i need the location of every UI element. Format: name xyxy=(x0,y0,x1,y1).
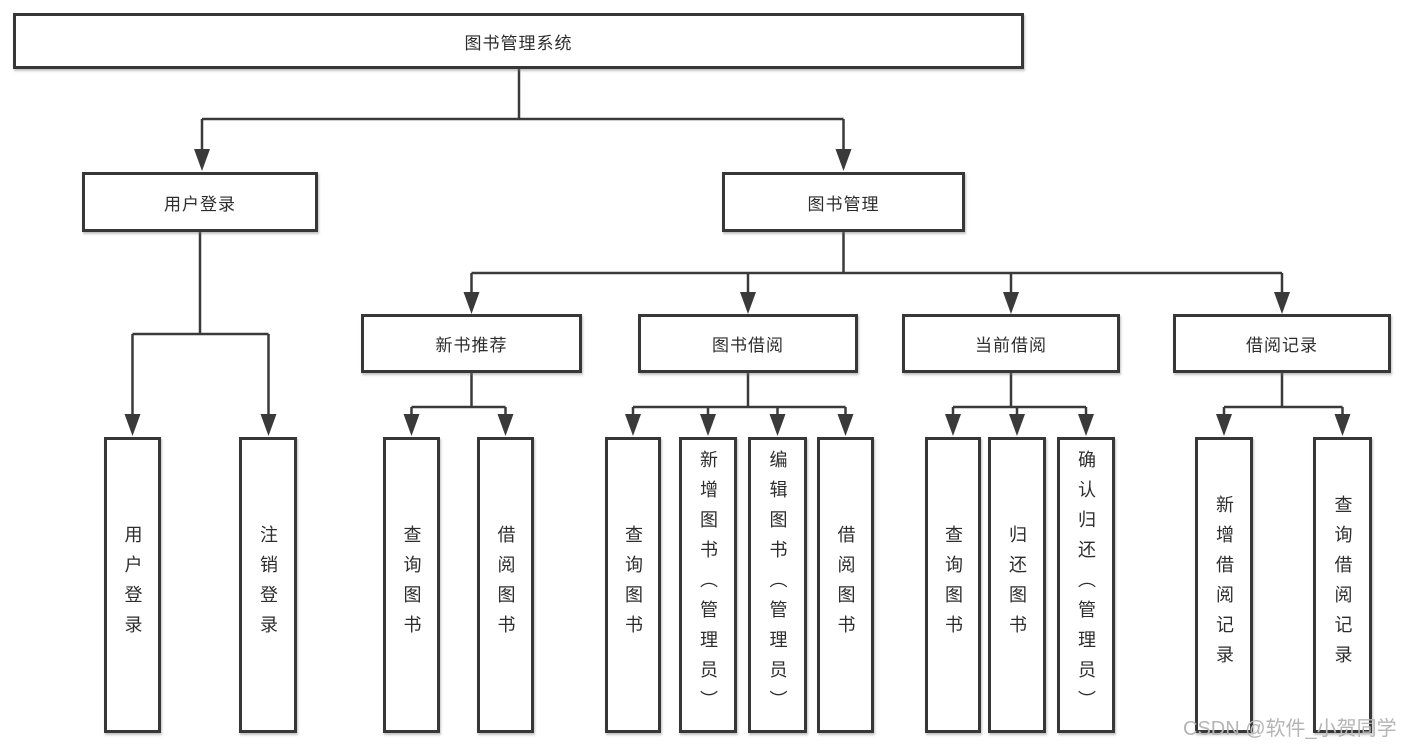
leaf-borrow-books-recommend-label: 借阅图书 xyxy=(495,525,516,645)
leaf-query-borrow-record: 查询借阅记录 xyxy=(1313,437,1372,733)
leaf-confirm-return-admin-label: 确认归还（管理员） xyxy=(1076,450,1096,720)
leaf-add-books-admin-label: 新增图书（管理员） xyxy=(698,450,718,720)
user-login-label: 用户登录 xyxy=(164,194,236,214)
root-label: 图书管理系统 xyxy=(464,33,573,53)
arrowhead-icons xyxy=(124,149,1351,436)
node-new-book-recommend: 新书推荐 xyxy=(361,314,582,373)
watermark-text: CSDN @软件_小贺同学 xyxy=(1183,718,1397,740)
leaf-borrow-books-recommend: 借阅图书 xyxy=(477,437,534,733)
borrowing-records-label: 借阅记录 xyxy=(1246,336,1318,355)
leaf-user-login: 用户登录 xyxy=(104,437,161,733)
node-book-borrowing: 图书借阅 xyxy=(638,314,858,373)
leaf-edit-books-admin: 编辑图书（管理员） xyxy=(748,437,807,733)
leaf-return-books-label: 归还图书 xyxy=(1007,525,1027,645)
book-management-label: 图书管理 xyxy=(807,194,880,214)
node-user-login: 用户登录 xyxy=(82,172,318,232)
current-borrowing-label: 当前借阅 xyxy=(975,336,1047,355)
node-borrowing-records: 借阅记录 xyxy=(1173,314,1391,373)
leaf-query-books-recommend-label: 查询图书 xyxy=(401,525,422,645)
leaf-return-books: 归还图书 xyxy=(988,437,1046,733)
leaf-query-books-borrowing-label: 查询图书 xyxy=(623,525,643,645)
leaf-borrow-books: 借阅图书 xyxy=(817,437,874,733)
leaf-user-login-label: 用户登录 xyxy=(122,525,143,645)
leaf-query-books-recommend: 查询图书 xyxy=(383,437,440,733)
leaf-query-books-borrowing: 查询图书 xyxy=(605,437,661,733)
leaf-query-books-current-label: 查询图书 xyxy=(943,525,963,645)
leaf-add-books-admin: 新增图书（管理员） xyxy=(679,437,737,733)
leaf-confirm-return-admin: 确认归还（管理员） xyxy=(1057,437,1115,733)
new-book-recommend-label: 新书推荐 xyxy=(435,336,508,355)
leaf-edit-books-admin-label: 编辑图书（管理员） xyxy=(767,450,788,720)
node-book-management: 图书管理 xyxy=(722,172,965,232)
root-box-library-system: 图书管理系统 xyxy=(13,13,1024,69)
leaf-query-books-current: 查询图书 xyxy=(925,437,981,733)
leaf-query-borrow-record-label: 查询借阅记录 xyxy=(1332,495,1353,675)
leaf-add-borrow-record: 新增借阅记录 xyxy=(1195,437,1253,733)
leaf-logout: 注销登录 xyxy=(239,437,297,733)
book-borrowing-label: 图书借阅 xyxy=(712,336,784,355)
node-current-borrowing: 当前借阅 xyxy=(902,314,1120,373)
leaf-logout-label: 注销登录 xyxy=(258,525,278,645)
leaf-borrow-books-label: 借阅图书 xyxy=(835,525,856,645)
leaf-add-borrow-record-label: 新增借阅记录 xyxy=(1214,495,1234,675)
